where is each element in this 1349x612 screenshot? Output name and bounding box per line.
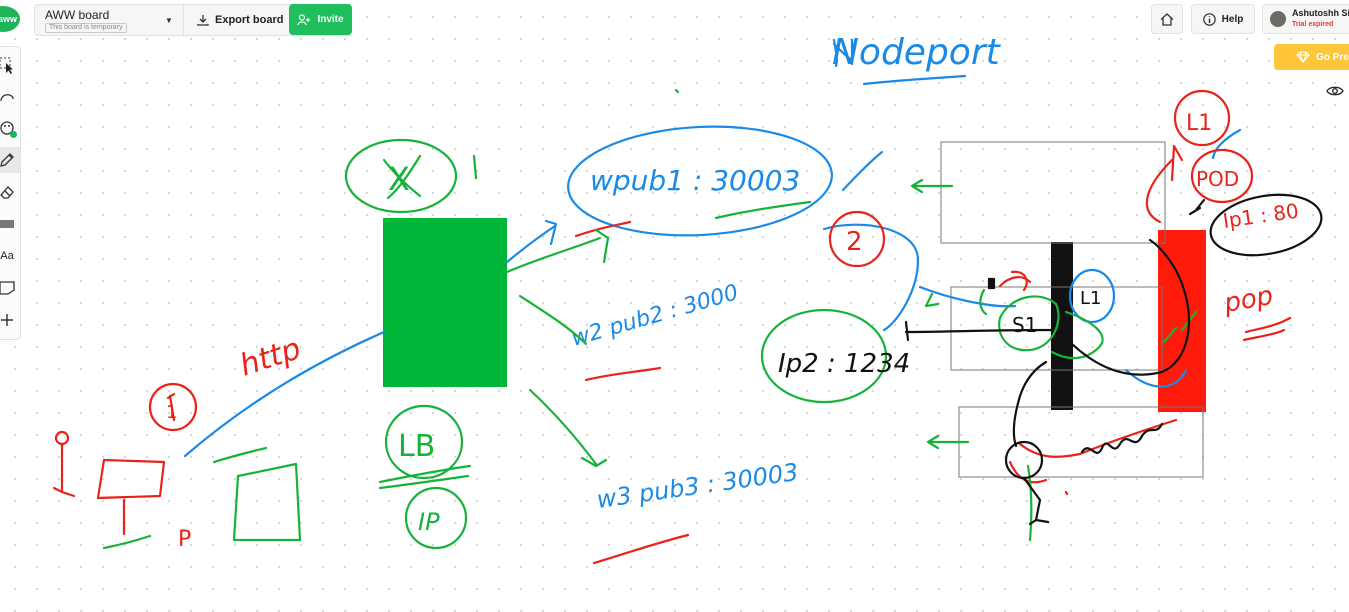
select-icon (0, 57, 13, 74)
color-palette-tool[interactable] (0, 115, 20, 141)
export-board-label: Export board (215, 14, 284, 26)
text-p: P (178, 527, 191, 552)
sticky-note-icon (0, 281, 15, 295)
chevron-down-icon: ▼ (165, 16, 173, 25)
user-menu[interactable]: Ashutoshh Si Trial expired (1262, 4, 1349, 34)
text-x: X (388, 160, 410, 198)
black-handwriting: Ip2 : 1234 S1 X (388, 160, 1037, 379)
gray-boxes (940, 141, 1204, 478)
text-ip2: Ip2 : 1234 (778, 349, 910, 379)
help-label: Help (1221, 13, 1244, 25)
text-tool[interactable]: Aa (0, 243, 20, 269)
export-board-button[interactable]: Export board (193, 5, 289, 35)
eraser-tool[interactable] (0, 179, 20, 205)
go-premium-label: Go Prem (1316, 51, 1349, 63)
palette-icon (0, 121, 14, 135)
text-wpub1: wpub1 : 30003 (590, 164, 800, 197)
help-button[interactable]: Help (1191, 4, 1255, 34)
text-nodeport: Nodeport (832, 32, 1002, 73)
curve-icon (0, 94, 14, 102)
diamond-icon (1296, 51, 1310, 63)
go-premium-button[interactable]: Go Prem (1274, 44, 1349, 70)
eye-icon (1326, 86, 1344, 96)
view-mode-button[interactable] (1326, 84, 1344, 98)
red-strokes (52, 89, 1292, 565)
text-l1-red: L1 (1186, 111, 1212, 136)
board-name-dropdown[interactable]: AWW board This board is temporary ▼ (35, 5, 184, 35)
logo-text: aww (0, 14, 17, 24)
active-color-dot (10, 131, 17, 138)
home-button[interactable] (1151, 4, 1183, 34)
invite-button[interactable]: Invite (289, 4, 352, 35)
text-lb: LB (398, 429, 435, 464)
text-badge-1: 1 (166, 402, 177, 423)
text-tool-label: Aa (0, 250, 14, 262)
trial-status: Trial expired (1292, 21, 1334, 28)
download-icon (197, 15, 209, 26)
black-strokes (904, 193, 1323, 526)
text-pop: pop (1221, 281, 1275, 319)
black-bar-rect (1051, 242, 1073, 410)
home-icon (1160, 12, 1174, 26)
eraser-icon (0, 186, 14, 199)
select-tool[interactable] (0, 53, 20, 79)
blue-strokes (183, 38, 1242, 458)
text-http: http (236, 331, 305, 383)
green-strokes (102, 88, 1198, 550)
user-name: Ashutoshh Si (1292, 8, 1349, 18)
sticky-note-tool[interactable] (0, 275, 20, 301)
text-pod: POD (1196, 167, 1239, 191)
invite-label: Invite (317, 14, 344, 25)
red-pod-rect (1158, 230, 1206, 412)
lasso-tool[interactable] (0, 85, 20, 111)
green-handwriting: LB IP (398, 429, 440, 536)
app-logo[interactable]: aww (0, 6, 20, 32)
rectangle-icon (0, 220, 14, 228)
plus-icon (1, 314, 13, 326)
text-w3pub3: w3 pub3 : 30003 (595, 458, 800, 514)
add-user-icon (297, 13, 311, 25)
green-node-rect (383, 218, 507, 387)
text-badge-2: 2 (846, 227, 863, 257)
pencil-tool[interactable] (0, 147, 20, 173)
avatar (1270, 11, 1286, 27)
shape-tool[interactable] (0, 211, 20, 237)
text-l1-blue: L1 (1080, 288, 1101, 309)
text-w2pub2: w2 pub2 : 3000 (569, 280, 741, 352)
text-ip: IP (418, 508, 440, 536)
text-ip1: Ip1 : 80 (1221, 199, 1300, 233)
add-tool[interactable] (0, 307, 20, 333)
board-name: AWW board (45, 8, 110, 22)
info-icon (1202, 12, 1216, 26)
board-temporary-badge: This board is temporary (45, 23, 127, 33)
pencil-icon (0, 153, 14, 167)
left-toolbar: Aa (0, 46, 21, 340)
text-s1: S1 (1012, 313, 1037, 337)
